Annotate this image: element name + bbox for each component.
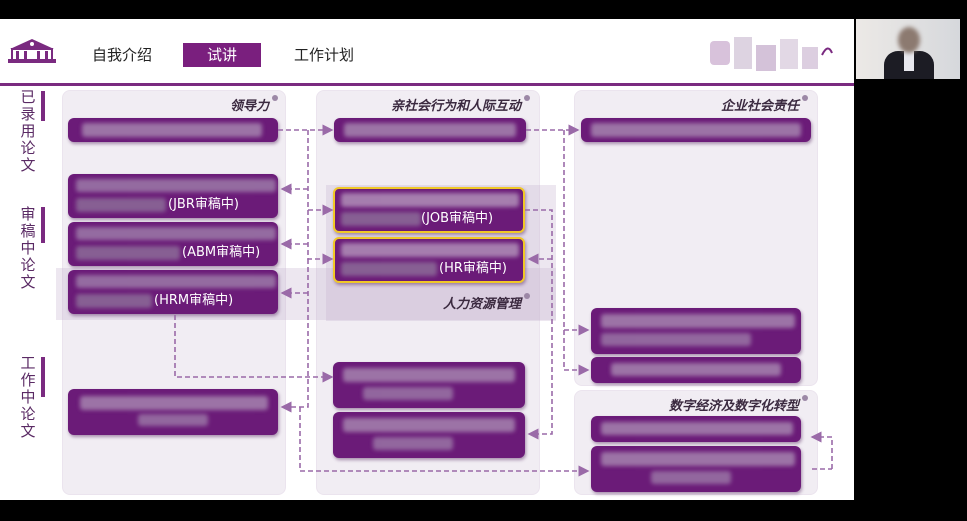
redacted-text — [80, 396, 268, 410]
label-working-papers: 工作中论文 — [20, 354, 36, 440]
tab-work-plan[interactable]: 工作计划 — [293, 46, 354, 64]
redacted-text — [76, 227, 276, 240]
label-bar — [41, 357, 45, 397]
redacted-text — [373, 437, 453, 450]
redacted-text — [138, 414, 208, 426]
panel-title-hrm: 人力资源管理 — [400, 293, 530, 312]
paper-box-csr-1[interactable] — [591, 308, 801, 354]
university-logo-icon — [8, 39, 56, 63]
review-tag-jbr: (JBR审稿中) — [168, 197, 239, 212]
label-bar — [41, 91, 45, 121]
paper-box-jbr[interactable]: (JBR审稿中) — [68, 174, 278, 218]
tab-trial-lecture[interactable]: 试讲 — [183, 43, 261, 67]
panel-title-leadership: 领导力 — [150, 95, 278, 114]
paper-box-leadership-working[interactable] — [68, 389, 278, 435]
paper-box-prosocial-working-2[interactable] — [333, 412, 525, 458]
redacted-text — [344, 123, 516, 137]
webcam-video — [856, 19, 960, 79]
redacted-text — [341, 262, 437, 276]
redacted-text — [363, 387, 453, 400]
paper-box-prosocial-working-1[interactable] — [333, 362, 525, 408]
review-tag-abm: (ABM审稿中) — [182, 245, 261, 260]
tab-self-introduction[interactable]: 自我介绍 — [91, 46, 152, 64]
redacted-text — [651, 471, 731, 484]
redacted-text — [76, 198, 166, 212]
paper-box-job[interactable]: (JOB审稿中) — [333, 187, 525, 233]
paper-box-csr-2[interactable] — [591, 357, 801, 383]
paper-box-prosocial-published[interactable] — [334, 118, 526, 142]
label-bar — [41, 207, 45, 243]
paper-box-hr[interactable]: (HR审稿中) — [333, 237, 525, 283]
redacted-text — [341, 243, 519, 257]
redacted-text — [343, 368, 515, 382]
redacted-text — [341, 193, 519, 207]
review-tag-hrm: (HRM审稿中) — [154, 293, 234, 308]
bottom-bar — [0, 500, 967, 521]
paper-box-csr-published[interactable] — [581, 118, 811, 142]
paper-box-digital-2[interactable] — [591, 446, 801, 492]
review-tag-job: (JOB审稿中) — [421, 211, 494, 226]
redacted-text — [76, 275, 276, 288]
panel-title-digital: 数字经济及数字化转型 — [610, 395, 808, 414]
redacted-text — [601, 452, 795, 466]
label-under-review-papers: 审稿中论文 — [20, 205, 36, 291]
redacted-text — [76, 294, 152, 308]
redacted-text — [591, 123, 801, 137]
slide: 自我介绍 试讲 工作计划 已录用论文 审稿中论文 工作中论文 领导力 亲社会行为… — [0, 19, 854, 500]
paper-box-abm[interactable]: (ABM审稿中) — [68, 222, 278, 266]
paper-box-leadership-published[interactable] — [68, 118, 278, 142]
redacted-text — [601, 314, 795, 328]
redacted-text — [601, 422, 793, 435]
connector-arrows — [174, 124, 833, 477]
redacted-text — [82, 123, 262, 137]
paper-box-hrm-left[interactable]: (HRM审稿中) — [68, 270, 278, 314]
panel-title-csr: 企业社会责任 — [640, 95, 808, 114]
review-tag-hr: (HR审稿中) — [439, 261, 507, 276]
redacted-text — [601, 333, 751, 346]
redacted-text — [76, 246, 180, 260]
redacted-text — [343, 418, 515, 432]
header-divider — [0, 83, 854, 86]
redacted-text — [611, 363, 781, 376]
paper-box-digital-1[interactable] — [591, 416, 801, 442]
redacted-text — [76, 179, 276, 192]
panel-title-prosocial: 亲社会行为和人际互动 — [340, 95, 530, 114]
presenter-face-blurred — [898, 27, 920, 53]
school-logo-icon — [710, 37, 833, 71]
redacted-text — [341, 212, 421, 226]
label-published-papers: 已录用论文 — [20, 88, 36, 174]
